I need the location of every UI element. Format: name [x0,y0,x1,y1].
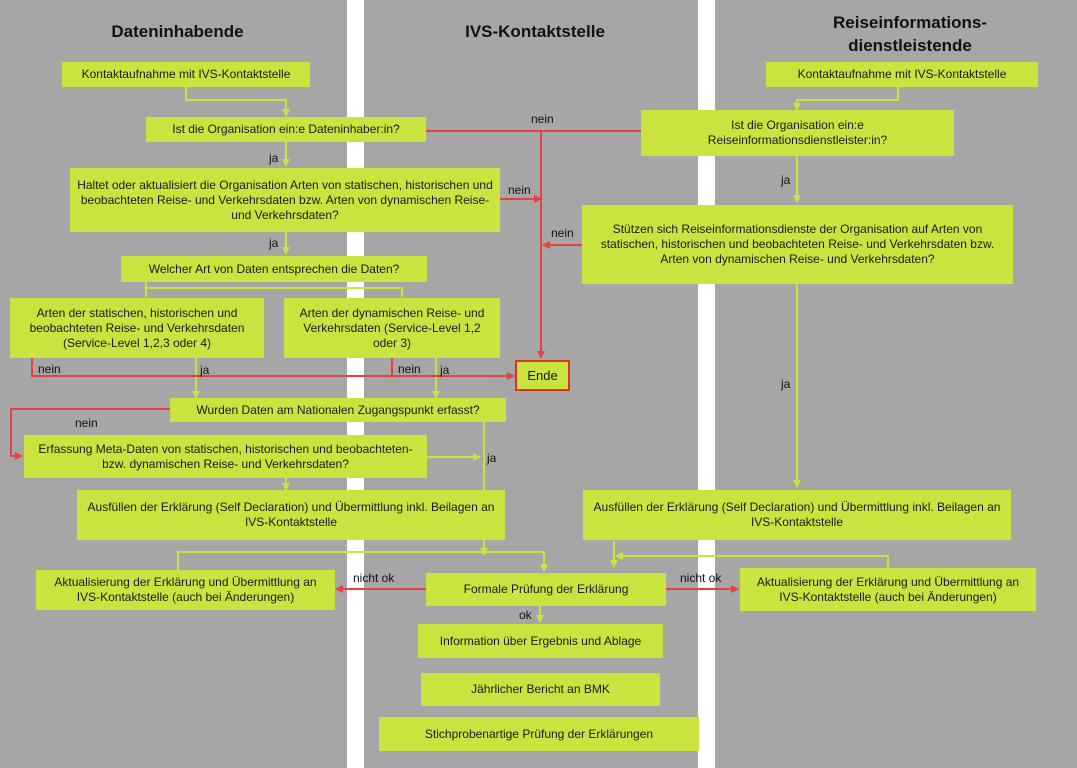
box-stichprobenpruefung: Stichprobenartige Prüfung der Erklärunge… [379,717,699,751]
box-right-erklaerung: Ausfüllen der Erklärung (Self Declaratio… [583,490,1011,540]
lane-title-right-1: Reiseinformations- [833,13,987,32]
label-nein-dynamic: nein [398,362,421,376]
arrow-nap-nein [10,408,170,460]
box-question-datenart: Welcher Art von Daten entsprechen die Da… [121,256,427,282]
label-nicht-ok-left: nicht ok [353,571,395,585]
label-ja-provider: ja [781,173,791,187]
arrow-contact-to-owner [185,87,290,117]
label-ja-dynamic: ja [440,363,450,377]
arrow-r-contact-to-provider [793,87,899,111]
box-statische-daten: Arten der statischen, historischen und b… [10,298,264,358]
label-nein-nap: nein [75,416,98,430]
box-jaehrlicher-bericht: Jährlicher Bericht an BMK [421,673,660,706]
arrow-kind-branch [145,282,403,297]
arrow-left-declare-to-check [483,541,548,572]
box-formale-pruefung: Formale Prüfung der Erklärung [426,573,666,606]
label-ja-rely: ja [781,377,791,391]
arrow-left-update-back [177,551,484,570]
box-ende: Ende [515,360,570,391]
box-dynamische-daten: Arten der dynamischen Reise- und Verkehr… [284,298,500,358]
box-left-kontaktaufnahme: Kontaktaufnahme mit IVS-Kontaktstelle [62,62,310,87]
box-left-erklaerung: Ausfüllen der Erklärung (Self Declaratio… [77,490,505,540]
label-nein-owner: nein [531,112,554,126]
box-left-aktualisierung: Aktualisierung der Erklärung und Übermit… [36,570,335,610]
box-question-zugangspunkt: Wurden Daten am Nationalen Zugangspunkt … [170,398,506,422]
label-nein-holds: nein [508,183,531,197]
box-question-haltet-daten: Haltet oder aktualisiert die Organisatio… [70,168,500,232]
box-question-reiseinformationsdienstleister: Ist die Organisation ein:e Reiseinformat… [641,110,954,156]
label-ja-nap: ja [487,451,497,465]
label-ja-static: ja [200,363,210,377]
label-ok-check: ok [519,608,532,622]
box-right-kontaktaufnahme: Kontaktaufnahme mit IVS-Kontaktstelle [766,62,1038,87]
box-right-aktualisierung: Aktualisierung der Erklärung und Übermit… [740,568,1036,611]
lane-title-middle: IVS-Kontaktstelle [465,22,605,41]
label-nein-rely: nein [551,226,574,240]
label-ja-holds: ja [269,236,279,250]
box-question-dateninhaber: Ist die Organisation ein:e Dateninhaber:… [146,117,426,142]
label-nicht-ok-right: nicht ok [680,571,722,585]
arrow-r-update-back [615,552,889,570]
lane-title-right-2: dienstleistende [848,36,972,55]
lane-separator-2 [698,0,715,768]
box-information-ergebnis: Information über Ergebnis und Ablage [418,624,663,658]
box-erfassung-metadaten: Erfassung Meta-Daten von statischen, his… [24,435,427,478]
lane-title-left: Dateninhabende [111,22,244,41]
box-question-stuetzen-dienste: Stützen sich Reiseinformationsdienste de… [582,205,1013,284]
label-ja-owner: ja [269,151,279,165]
label-nein-static: nein [38,362,61,376]
arrow-static-nein [31,358,515,380]
